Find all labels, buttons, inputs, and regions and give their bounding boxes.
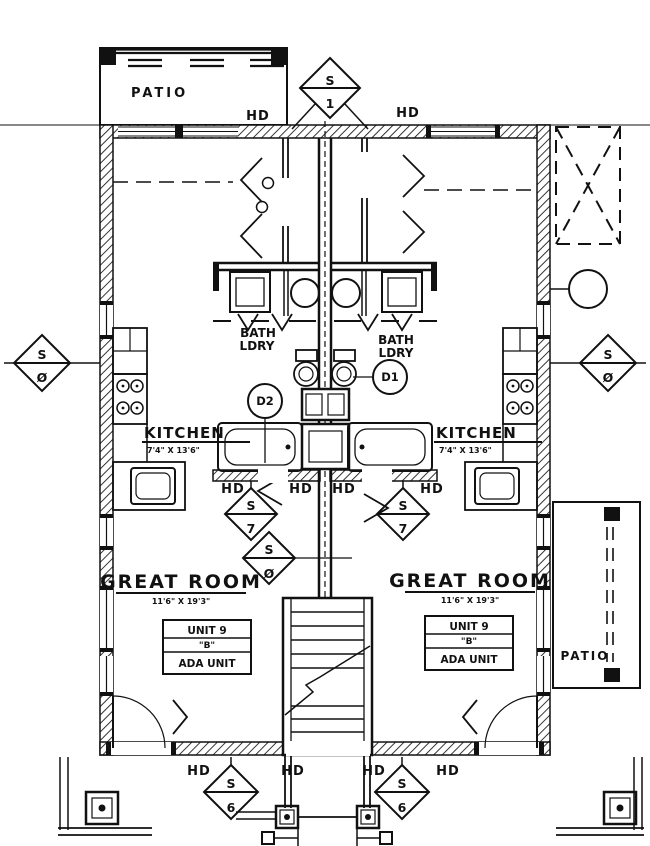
kitchen-left-label: KITCHEN [144,424,225,442]
keynote-s0-left [4,333,100,393]
toilet-left [293,349,319,387]
kitchen-right-fixtures [464,327,538,511]
unit-tag-left-line1: UNIT 9 [187,625,226,637]
great-room-right-dims: 11'6" X 19'3" [441,596,499,605]
keynote-s6-left-number: 6 [227,800,236,815]
keynote-s6-right [373,757,431,821]
bath-core-walls [213,261,437,322]
door-tag-d1-text: D1 [381,370,399,384]
hd-marker-top-right: HD [396,106,420,121]
door-swing-chevrons [172,154,478,735]
hd-marker-bottom-2: HD [281,764,305,779]
entry-door-right [474,695,544,755]
great-room-left-label: GREAT ROOM [100,571,262,593]
hd-marker-mid-4: HD [420,482,444,497]
stair-landing [236,755,393,846]
plumbing-chase [300,387,351,471]
washer-left [229,271,271,313]
lav-left [290,278,320,308]
keynote-s0-center-letter: S [264,542,273,557]
kitchen-left-dims: 7'4" X 13'6" [147,446,200,455]
washer-right [381,271,423,313]
hd-marker-mid-2: HD [289,482,313,497]
bath-left-label-2: LDRY [240,339,275,353]
unit-tag-left-line3: ADA UNIT [178,658,236,670]
lav-right [331,278,361,308]
dashed-pad [555,126,621,245]
left-wall-windows [100,301,113,696]
unit-tag-box-right [424,615,514,671]
great-room-left-dims: 11'6" X 19'3" [152,597,210,606]
keynote-s7-right [375,481,431,542]
ceiling-beam-dashes [113,181,537,191]
unit-tag-right-line3: ADA UNIT [440,654,498,666]
bath-right-label-1: BATH [378,333,414,347]
kitchen-right-dims: 7'4" X 13'6" [439,446,492,455]
bath-left-label-1: BATH [240,326,276,340]
utility-circle [550,269,608,309]
party-wall [317,121,333,600]
door-tag-d1 [353,359,408,395]
stairs [281,596,374,757]
unit-tag-right-line1: UNIT 9 [449,621,488,633]
great-room-right-label: GREAT ROOM [389,570,551,592]
keynote-s7-right-letter: S [398,498,407,513]
stair-wall-gap [286,741,370,756]
patio-top-label: PATIO [131,86,188,101]
top-wall-openings [118,125,500,138]
tub-right [347,422,433,472]
unit-tag-left-line2: "B" [199,641,215,651]
keynote-s7-left [223,481,279,542]
keynote-s6-left-letter: S [226,776,235,791]
right-wall-windows [537,301,550,696]
keynote-s7-left-letter: S [246,498,255,513]
porch-right [556,757,644,836]
unit-tag-right-line2: "B" [461,637,477,647]
keynote-s0-right [550,333,646,393]
hd-marker-bottom-4: HD [436,764,460,779]
hd-marker-top-left: HD [246,109,270,124]
bath-right-label-2: LDRY [379,346,414,360]
door-tag-d2 [247,383,283,463]
keynote-s0-right-letter: S [603,347,612,362]
patio-right-label: PATIO [561,649,610,663]
label-underlines [116,441,542,594]
keynote-s7-left-number: 7 [247,521,256,536]
kitchen-right-label: KITCHEN [436,424,517,442]
hd-marker-bottom-3: HD [362,764,386,779]
kitchen-left-fixtures [112,327,186,511]
right-patio [552,501,641,689]
tub-left [217,422,303,472]
bath-wall-door-gaps [258,468,392,483]
keynote-s6-right-letter: S [397,776,406,791]
keynote-s6-left [202,757,260,821]
hd-marker-mid-1: HD [221,482,245,497]
hd-marker-mid-3: HD [332,482,356,497]
porch-left [58,757,152,836]
keynote-s1-number: 1 [326,96,335,111]
keynote-s0-left-number: Ø [37,370,48,385]
keynote-s0-left-letter: S [37,347,46,362]
keynote-s0-center-number: Ø [264,566,275,581]
toilet-right [331,349,357,387]
keynote-s6-right-number: 6 [398,800,407,815]
hd-marker-bottom-1: HD [187,764,211,779]
keynote-s1 [291,56,369,130]
entry-door-left [106,695,176,755]
hall-partitions [282,138,368,262]
keynote-s0-right-number: Ø [603,370,614,385]
hall-keynote-circles [255,176,275,214]
unit-tag-box-left [162,619,252,675]
keynote-s0-center [241,530,352,586]
keynote-s7-right-number: 7 [399,521,408,536]
door-tag-d2-text: D2 [256,394,274,408]
keynote-s1-letter: S [325,73,334,88]
